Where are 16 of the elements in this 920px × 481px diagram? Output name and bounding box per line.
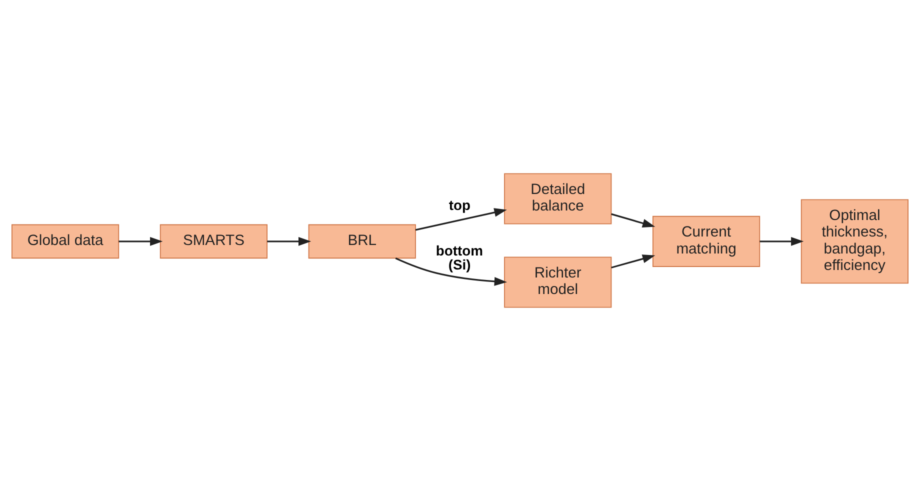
node-box: Richter model xyxy=(504,256,612,308)
node-box: Global data xyxy=(12,224,120,259)
arrow xyxy=(415,208,507,231)
arrow xyxy=(611,213,656,228)
edge-label: top xyxy=(448,196,470,213)
arrow xyxy=(611,254,656,268)
arrow xyxy=(760,237,804,246)
arrow xyxy=(395,258,508,286)
edge-label: bottom (Si) xyxy=(436,242,484,272)
node-box: Optimal thickness, bandgap, efficiency xyxy=(800,199,908,284)
node-box: SMARTS xyxy=(160,224,268,259)
arrow xyxy=(267,237,312,246)
node-box: BRL xyxy=(308,224,416,259)
arrow xyxy=(118,237,163,246)
node-box: Current matching xyxy=(652,216,760,267)
node-box: Detailed balance xyxy=(504,173,612,224)
